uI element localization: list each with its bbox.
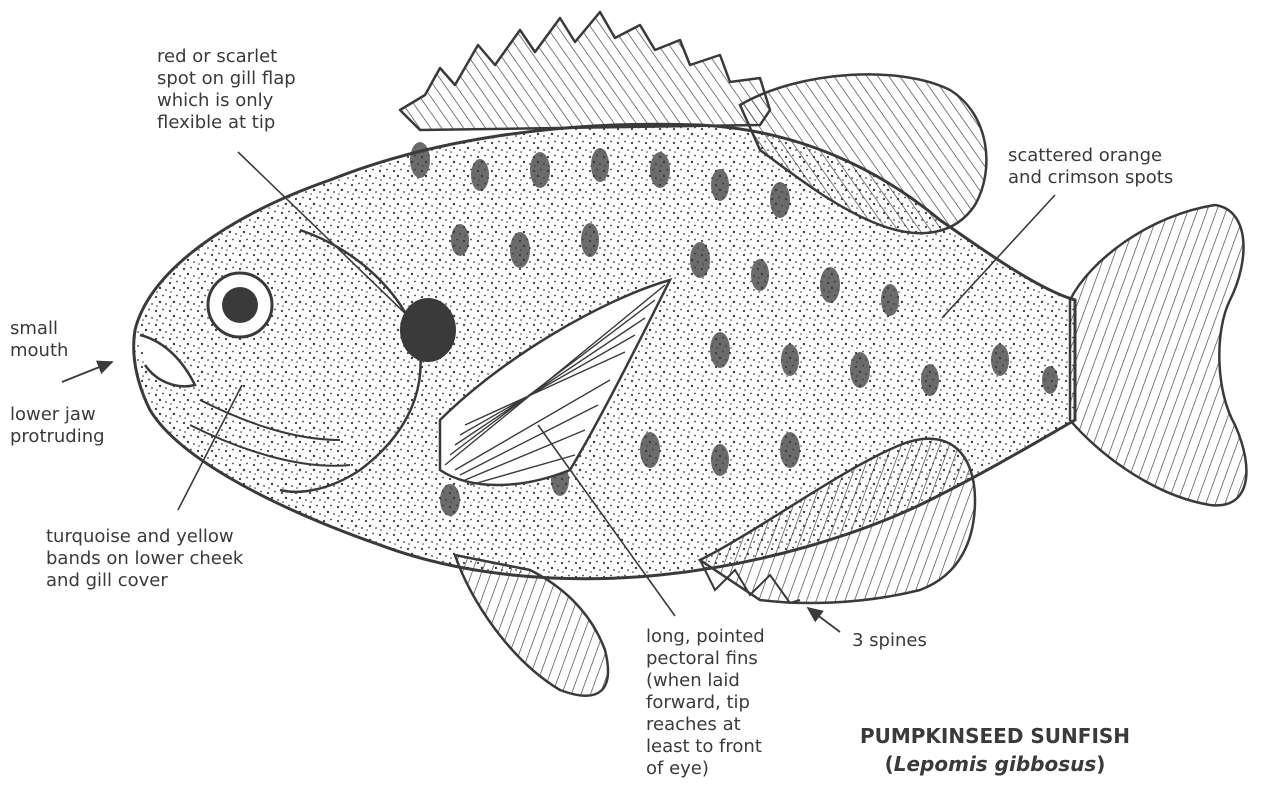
caudal-fin bbox=[1070, 205, 1246, 505]
diagram-title: PUMPKINSEED SUNFISH (Lepomis gibbosus) bbox=[830, 722, 1160, 778]
scientific-name: Lepomis gibbosus bbox=[894, 752, 1097, 776]
arrow-small-mouth bbox=[62, 362, 112, 382]
open-paren: ( bbox=[885, 752, 894, 776]
label-scattered-spots: scattered orange and crimson spots bbox=[1008, 145, 1173, 189]
gill-flap-spot bbox=[400, 298, 456, 362]
spiny-dorsal-fin bbox=[400, 12, 770, 130]
arrow-spines bbox=[808, 608, 840, 632]
common-name: PUMPKINSEED SUNFISH bbox=[830, 722, 1160, 750]
label-cheek-bands: turquoise and yellow bands on lower chee… bbox=[46, 526, 243, 592]
label-gill-spot: red or scarlet spot on gill flap which i… bbox=[157, 46, 296, 134]
label-spines: 3 spines bbox=[852, 630, 927, 652]
close-paren: ) bbox=[1096, 752, 1105, 776]
scientific-name-line: (Lepomis gibbosus) bbox=[830, 750, 1160, 778]
label-small-mouth: small mouth bbox=[10, 318, 68, 362]
label-pectoral-fins: long, pointed pectoral fins (when laid f… bbox=[646, 626, 765, 780]
fish-pupil bbox=[222, 287, 258, 323]
label-lower-jaw: lower jaw protruding bbox=[10, 404, 105, 448]
